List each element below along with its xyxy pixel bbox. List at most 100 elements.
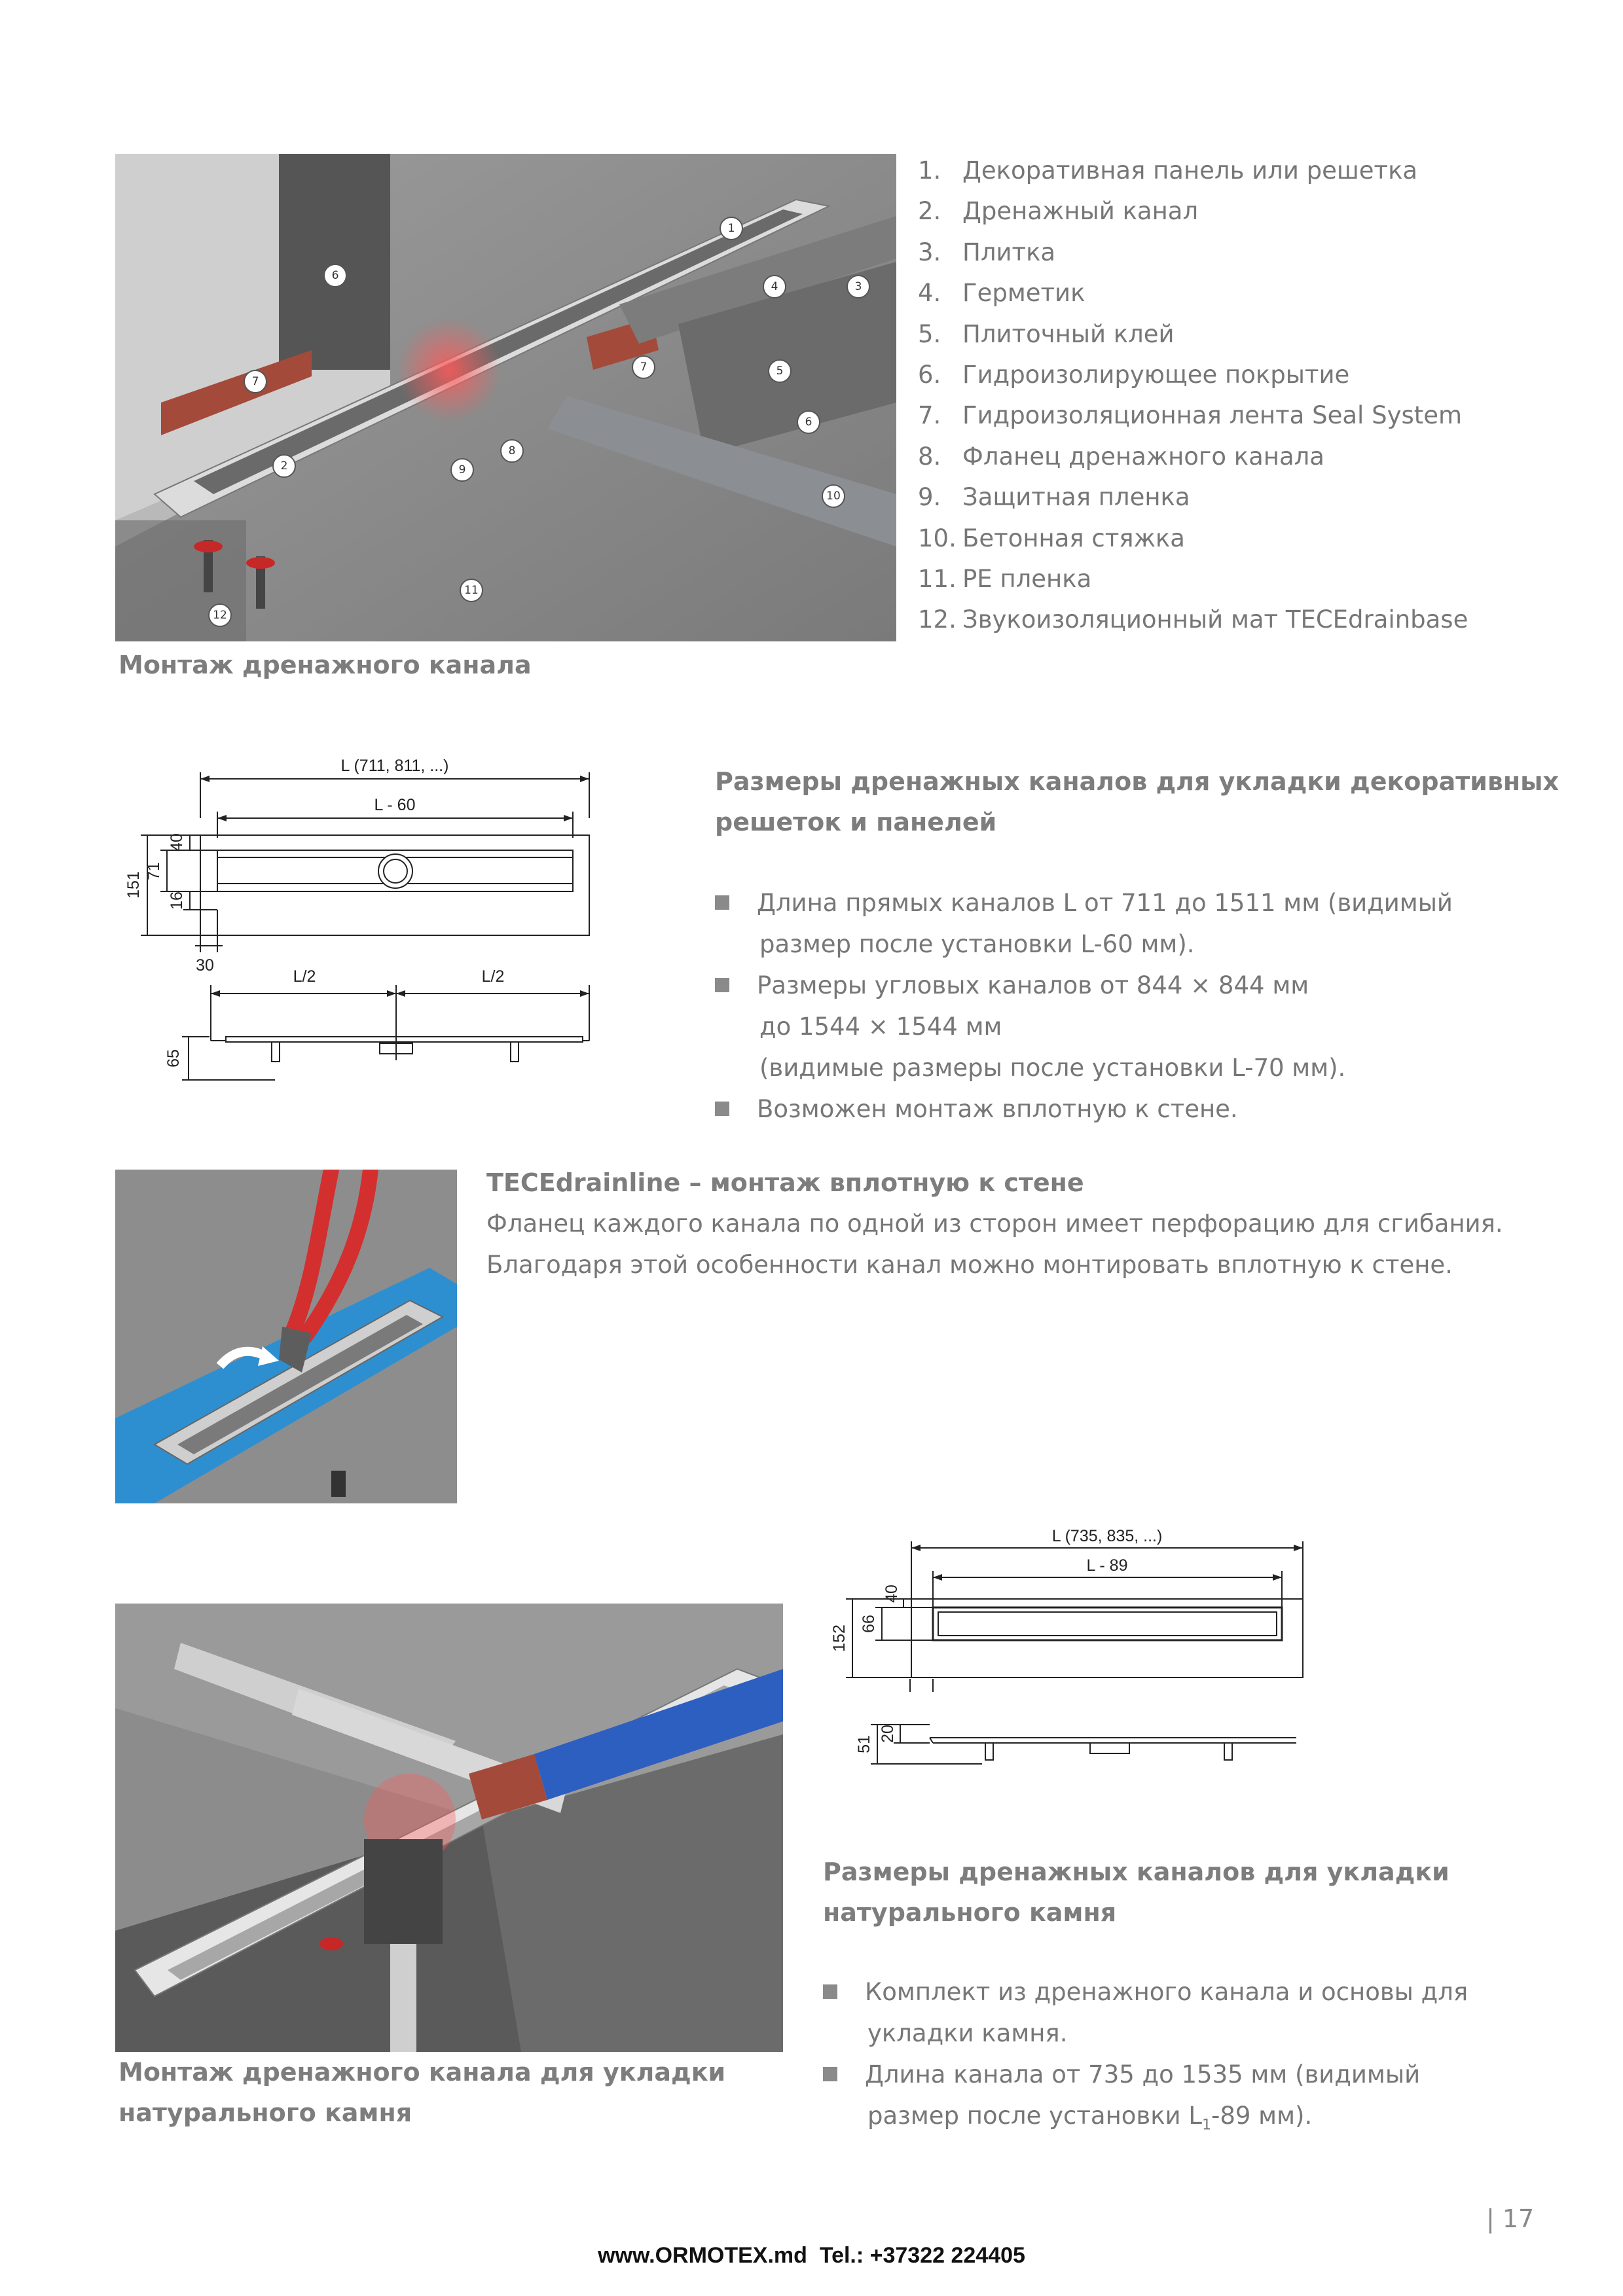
parts-item-number: 12.	[918, 605, 957, 634]
parts-item-text: Гидроизолирующее покрытие	[962, 361, 1350, 389]
parts-item-text: Плитка	[962, 238, 1056, 266]
bullet-square-icon	[715, 1102, 729, 1116]
wall-mounting-line2: Благодаря этой особенности канал можно м…	[486, 1251, 1453, 1279]
bullet-text-part: размер после установки L	[867, 2102, 1202, 2130]
bullet-text-line: Размеры угловых каналов от 844 × 844 мм	[757, 971, 1309, 999]
parts-item-text: Бетонная стяжка	[962, 524, 1185, 552]
list-item: Длина канала от 735 до 1535 мм (видимый …	[823, 2054, 1576, 2145]
parts-item-number: 8.	[918, 442, 941, 471]
marker-11: 11	[460, 579, 483, 602]
bullet-square-icon	[823, 1984, 837, 1999]
parts-item-text: Герметик	[962, 279, 1085, 308]
parts-item-number: 6.	[918, 361, 941, 389]
parts-item-text: Дренажный канал	[962, 197, 1199, 226]
drawing2-label-visible: L - 89	[1086, 1556, 1127, 1575]
installation-photo: 1 2 3 4 5 6 6 7 7 8 9 10 11 12	[115, 154, 896, 641]
parts-item: 9.Защитная пленка	[918, 477, 1599, 518]
parts-item: 1. Декоративная панель или решетка	[918, 151, 1599, 191]
decorative-dimensions-heading-line2: решеток и панелей	[715, 808, 997, 836]
parts-item-number: 9.	[918, 483, 941, 512]
drawing1-label-half-left: L/2	[293, 967, 316, 986]
parts-item: 10.Бетонная стяжка	[918, 518, 1599, 559]
marker-7a: 7	[244, 370, 267, 393]
bullet-square-icon	[823, 2067, 837, 2081]
bullet-text-line: Длина канала от 735 до 1535 мм (видимый	[865, 2060, 1421, 2089]
stone-installation-caption: Монтаж дренажного канала для укладки нат…	[119, 2052, 725, 2133]
marker-7b: 7	[632, 355, 655, 379]
installation-caption: Монтаж дренажного канала	[119, 651, 532, 679]
subscript-index: 1	[1201, 2117, 1211, 2134]
drawing2-dim-40: 40	[883, 1585, 901, 1603]
wall-mounting-photo	[115, 1170, 457, 1503]
marker-5: 5	[768, 359, 792, 383]
bullet-text-line: укладки камня.	[867, 2019, 1068, 2047]
page-number: | 17	[1486, 2204, 1535, 2233]
marker-3: 3	[847, 275, 870, 298]
marker-9: 9	[450, 458, 474, 482]
list-item: Размеры угловых каналов от 844 × 844 мм …	[715, 965, 1566, 1088]
parts-item: 5.Плиточный клей	[918, 314, 1599, 355]
parts-item: 6. Гидроизолирующее покрытие	[918, 355, 1599, 395]
parts-item-number: 11.	[918, 565, 957, 594]
decorative-dimensions-list: Длина прямых каналов L от 711 до 1511 мм…	[715, 882, 1566, 1130]
parts-item: 12.Звукоизоляционный мат TECEdrainbase	[918, 600, 1599, 640]
stone-installation-photo	[115, 1604, 783, 2052]
parts-item: 2. Дренажный канал	[918, 191, 1599, 232]
parts-item-text: PE пленка	[962, 565, 1092, 594]
parts-item-number: 5.	[918, 319, 941, 348]
parts-item: 8. Фланец дренажного канала	[918, 437, 1599, 477]
list-item: Длина прямых каналов L от 711 до 1511 мм…	[715, 882, 1566, 965]
drawing1-dim-30: 30	[196, 956, 214, 975]
drawing1-label-visible: L - 60	[374, 796, 415, 814]
marker-2: 2	[272, 454, 296, 478]
parts-item-text: Декоративная панель или решетка	[962, 156, 1418, 185]
bullet-text-line: Длина прямых каналов L от 711 до 1511 мм…	[757, 889, 1453, 917]
parts-item-text: Гидроизоляционная лента Seal System	[962, 401, 1463, 430]
stone-dimensions-list: Комплект из дренажного канала и основы д…	[823, 1971, 1576, 2145]
wall-mounting-heading: TECEdrainline – монтаж вплотную к стене	[486, 1168, 1084, 1197]
marker-6b: 6	[797, 410, 820, 434]
parts-item-text: Фланец дренажного канала	[962, 442, 1324, 471]
parts-list: 1. Декоративная панель или решетка 2. Дрен…	[918, 151, 1599, 641]
drawing1-dim-16: 16	[168, 891, 186, 910]
decorative-dimensions-heading-line1: Размеры дренажных каналов для укладки де…	[715, 767, 1559, 796]
bullet-text-line: Комплект из дренажного канала и основы д…	[865, 1978, 1468, 2006]
parts-item-number: 7.	[918, 401, 941, 430]
wall-mounting-text: TECEdrainline – монтаж вплотную к стене …	[486, 1162, 1599, 1285]
channel-dimension-drawing: L (711, 811, ...) L - 60 151 71 40 16 30…	[124, 757, 590, 1081]
footer-contact: www.ORMOTEX.md Tel.: +37322 224405	[598, 2243, 1025, 2268]
bullet-square-icon	[715, 895, 729, 910]
parts-item: 4. Герметик	[918, 273, 1599, 314]
stone-dimensions-heading-line1: Размеры дренажных каналов для укладки	[823, 1857, 1450, 1886]
marker-1: 1	[720, 217, 743, 240]
list-item: Возможен монтаж вплотную к стене.	[715, 1088, 1566, 1130]
parts-item-number: 4.	[918, 279, 941, 308]
parts-item-number: 1.	[918, 156, 941, 185]
bullet-text-line: до 1544 × 1544 мм	[759, 1013, 1002, 1041]
drawing2-label-total: L (735, 835, ...)	[1052, 1527, 1163, 1545]
bullet-text-line: (видимые размеры после установки L-70 мм…	[759, 1054, 1346, 1082]
decorative-dimensions-heading: Размеры дренажных каналов для укладки де…	[715, 761, 1566, 842]
drawing1-dim-151: 151	[124, 871, 143, 899]
bullet-text-line: Возможен монтаж вплотную к стене.	[757, 1095, 1238, 1123]
drawing1-label-total: L (711, 811, ...)	[341, 757, 449, 775]
marker-8: 8	[500, 439, 524, 463]
drawing1-dim-65: 65	[164, 1049, 183, 1067]
drawing1-dim-71: 71	[145, 862, 163, 880]
stone-installation-caption-line2: натурального камня	[119, 2098, 412, 2127]
marker-4: 4	[763, 275, 786, 298]
parts-item: 11.PE пленка	[918, 559, 1599, 600]
bullet-square-icon	[715, 978, 729, 992]
drawing2-dim-66: 66	[860, 1615, 878, 1633]
parts-item: 7. Гидроизоляционная лента Seal System	[918, 395, 1599, 436]
marker-10: 10	[822, 484, 845, 508]
drawing2-dim-152: 152	[830, 1624, 848, 1652]
stone-dimensions-heading-line2: натурального камня	[823, 1898, 1117, 1927]
bullet-text-part: -89 мм).	[1211, 2102, 1313, 2130]
marker-6a: 6	[323, 264, 347, 287]
stone-channel-dimension-drawing: L (735, 835, ...) L - 89 152 66 40 51 20	[830, 1527, 1304, 1765]
list-item: Комплект из дренажного канала и основы д…	[823, 1971, 1576, 2054]
parts-item-text: Звукоизоляционный мат TECEdrainbase	[962, 605, 1468, 634]
parts-item-number: 2.	[918, 197, 941, 226]
stone-dimensions-heading: Размеры дренажных каналов для укладки на…	[823, 1852, 1576, 1933]
